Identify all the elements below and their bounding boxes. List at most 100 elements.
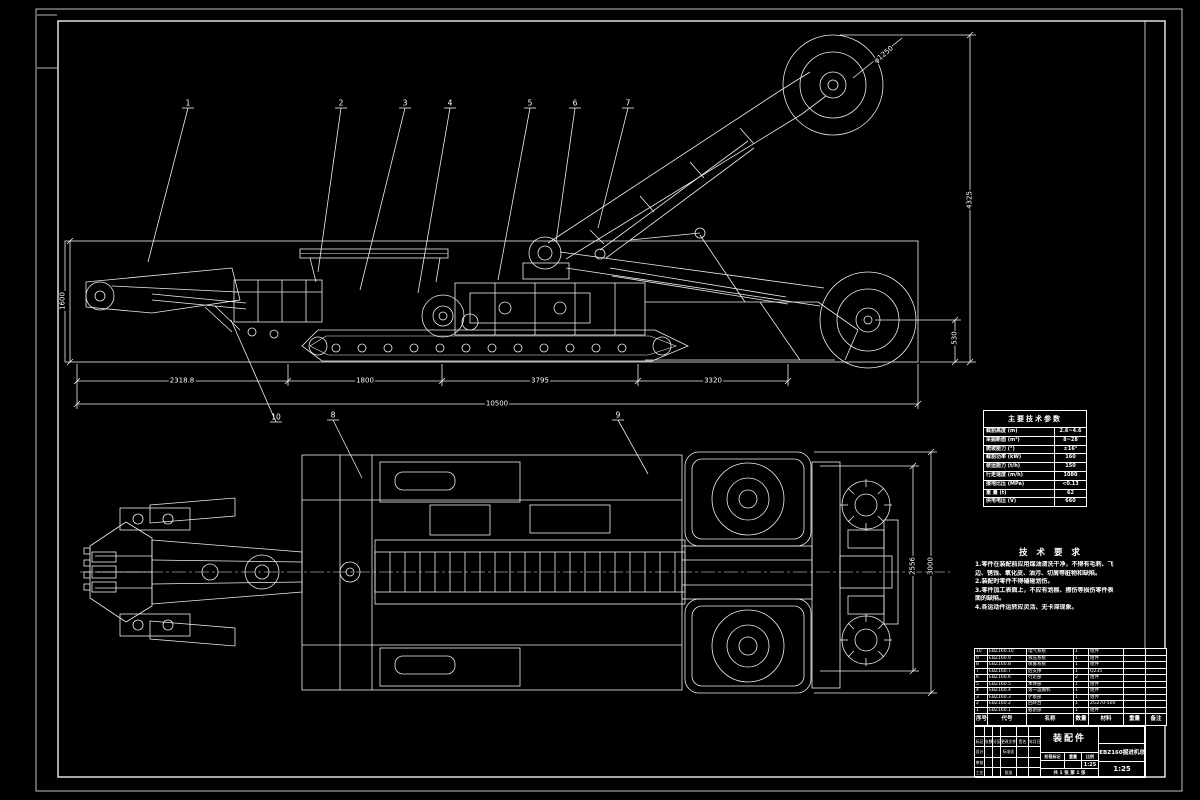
technical-requirement-line: 面的缺陷。: [975, 595, 1006, 603]
sheet-frame: [35, 8, 1183, 792]
technical-requirement-line: 3.零件加工表面上，不应有划痕、擦伤等损伤零件表: [975, 586, 1114, 594]
technical-requirements-lines: 1.零件在装配前应用煤油清洗干净，不得有毛刺、飞边、锈蚀、氧化皮、油污、切屑等脏…: [975, 561, 1127, 613]
callout-leader-line: [617, 419, 649, 475]
title-block: 标记处数分区更改文件号签名年月日设计标准化审核工艺批准 装配件 阶段标记 重量 …: [974, 726, 1146, 778]
side-dimensions: [66, 31, 976, 409]
parts-list-cell: [1145, 667, 1167, 675]
title-block-grid-cell: [975, 727, 985, 738]
callout-number: 8: [330, 410, 336, 420]
title-block-product-cell: 装配件: [1040, 726, 1099, 753]
title-block-grid-cell: [985, 767, 993, 778]
technical-requirements-title: 技 术 要 求: [1019, 548, 1083, 558]
technical-requirement-line: 1.零件在装配前应用煤油清洗干净，不得有毛刺、飞: [975, 561, 1114, 568]
callout-number: 9: [615, 410, 621, 420]
title-block-grid-cell: [1017, 727, 1029, 738]
title-block-grid-cell: 处数: [985, 737, 993, 748]
technical-requirement-line: 2.装配时零件不得磕碰划伤。: [975, 578, 1054, 586]
parts-list-cell: [1145, 700, 1167, 708]
parameter-value: 2.6~4.6: [1059, 428, 1082, 434]
parts-list-header-row: 序号代号名称数量材料重量备注: [974, 713, 1167, 726]
title-block-grid-cell: [1017, 747, 1029, 758]
callout-leader-line: [230, 319, 277, 423]
dimension-label: 3795: [530, 376, 550, 385]
title-block-grid-cell: 分区: [993, 737, 1001, 748]
plan-view: [80, 451, 950, 694]
parameter-row: 重 量 (t)62: [984, 488, 1086, 498]
dimension-label: 2318.8: [168, 376, 196, 385]
parameter-label: 采掘断面 (m²): [984, 436, 1055, 445]
title-block-grid-cell: 签名: [1017, 737, 1029, 748]
parameter-label: 行走速度 (m/h): [984, 471, 1055, 480]
title-block-grid-cell: [985, 747, 993, 758]
dimension-label: 530: [950, 330, 959, 346]
callout-leader-line: [497, 107, 531, 281]
parameter-value: 150: [1065, 463, 1076, 470]
technical-requirement-line: 边、锈蚀、氧化皮、油污、切屑等脏物和缺陷。: [975, 569, 1102, 577]
side-view: [64, 34, 919, 369]
annotation-leaders: [147, 107, 649, 479]
title-block-grid-cell: [985, 757, 993, 768]
parameter-label: 装运能力 (t/h): [984, 463, 1055, 471]
title-block-grid-cell: [1001, 727, 1017, 738]
callout-leader-line: [332, 419, 363, 479]
title-block-code-cell: [1098, 726, 1146, 744]
dimension-label: 1800: [355, 376, 375, 385]
parameter-label: 供电电压 (V): [984, 498, 1055, 507]
title-block-grid-cell: [1001, 757, 1017, 768]
callout-number: 1: [185, 98, 191, 108]
title-block-grid-cell: [1017, 757, 1029, 768]
title-block-sheet-note: 共 1 张 第 1 张: [1040, 768, 1099, 778]
title-block-grid-cell: 工艺: [975, 767, 985, 778]
parameter-value: 8~28: [1063, 436, 1078, 443]
dimension-label: 4325: [965, 190, 974, 210]
dimension-label: 3000: [926, 556, 935, 576]
callout-leader-line: [597, 107, 629, 229]
dimension-label: 1600: [58, 291, 67, 311]
title-block-revision-grid: 标记处数分区更改文件号签名年月日设计标准化审核工艺批准: [975, 727, 1041, 778]
title-block-grid-cell: [1017, 767, 1029, 778]
parameter-row: 截割功率 (kW) 160: [984, 453, 1086, 463]
technical-requirements: 技 术 要 求 1.零件在装配前应用煤油清洗干净，不得有毛刺、飞边、锈蚀、氧化皮…: [975, 546, 1127, 613]
parameter-row: 供电电压 (V)660: [984, 497, 1086, 507]
parameter-value: ±16°: [1063, 445, 1078, 452]
parameter-label: 接地比压 (MPa): [984, 480, 1055, 489]
parameter-label: 爬坡能力 (°): [984, 445, 1055, 454]
parameter-row: 接地比压 (MPa)<0.13: [984, 479, 1086, 489]
parameter-label: 截割高度 (m): [984, 428, 1055, 436]
callout-number: 10: [271, 412, 281, 422]
parameter-row: 采掘断面 (m²) 8~28: [984, 435, 1086, 445]
title-block-grid-cell: [993, 747, 1001, 758]
parameter-label: 截割功率 (kW): [984, 454, 1055, 463]
parts-list-cell: [1145, 674, 1167, 682]
parameter-value: 1080: [1063, 471, 1078, 478]
dimension-label: 2556: [908, 556, 917, 576]
callout-number: 7: [625, 98, 631, 108]
parts-list-header-cell: 数量: [1073, 713, 1089, 726]
parameters-table-rows: 截割高度 (m) 2.6~4.6 采掘断面 (m²) 8~28 爬坡能力 (°) ±16°…: [984, 428, 1086, 507]
title-block-grid-cell: 审核: [975, 757, 985, 768]
parameter-label: 重 量 (t): [984, 489, 1055, 498]
parts-list-header-cell: 代号: [987, 713, 1027, 726]
technical-requirement-line: 4.各运动件运转应灵活、无卡滞现象。: [975, 603, 1078, 611]
callout-number: 3: [402, 98, 408, 108]
callout-leader-line: [359, 107, 406, 291]
parameter-value: 160: [1065, 454, 1076, 461]
title-block-grid-cell: 标准化: [1001, 747, 1017, 758]
callout-number: 4: [447, 98, 453, 108]
parameter-row: 装运能力 (t/h) 150: [984, 462, 1086, 471]
dimension-label: 3320: [703, 376, 723, 385]
title-block-grid-cell: [993, 767, 1001, 778]
dimension-label: 10500: [484, 399, 510, 408]
plan-dimensions: [814, 448, 937, 697]
parts-list-cell: [1145, 693, 1167, 701]
